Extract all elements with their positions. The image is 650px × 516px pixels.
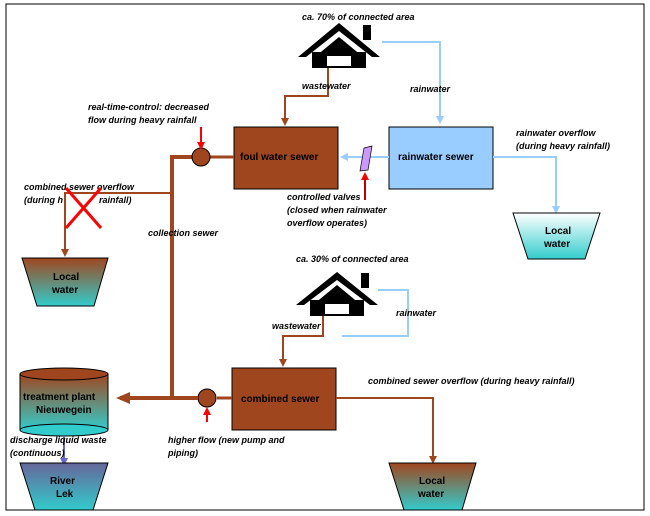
higher-flow-label-2: piping) — [167, 448, 198, 458]
rainwater-top-label: rainwater — [410, 84, 451, 94]
wastewater-bottom-flow — [279, 316, 324, 367]
local-water-bottom — [388, 462, 477, 511]
cso-bottom-label: combined sewer overflow (during heavy ra… — [368, 376, 575, 386]
controlled-valves-label-2: (closed when rainwater — [287, 205, 387, 215]
local-water-right-label-2: water — [543, 239, 570, 250]
local-water-left-label-1: Local — [53, 272, 79, 283]
rainwater-overflow-label-1: rainwater overflow — [516, 128, 597, 138]
discharge-label-2: (continuous) — [10, 448, 65, 458]
rainwater-bottom-label: rainwater — [396, 308, 437, 318]
local-water-left-label-2: water — [51, 285, 78, 296]
wastewater-bottom-label: wastewater — [272, 321, 321, 331]
foul-water-sewer-label: foul water sewer — [240, 152, 318, 163]
river-lek — [19, 462, 109, 511]
rainwater-top-flow — [382, 41, 444, 124]
rtc-label-2: flow during heavy rainfall — [88, 115, 197, 125]
house-top-icon — [298, 23, 380, 68]
pump-bottom-icon — [197, 388, 217, 408]
cso-left-flow — [61, 192, 172, 257]
house-top-label: ca. 70% of connected area — [302, 12, 415, 22]
treatment-plant-label-2: Nieuwegein — [36, 405, 92, 416]
discharge-label-1: discharge liquid waste — [10, 435, 107, 445]
treatment-plant-tank — [19, 367, 109, 437]
cso-left-label-2a: (during h — [24, 195, 63, 205]
controlled-valves-label-3: overflow operates) — [287, 218, 367, 228]
wastewater-top-label: wastewater — [302, 81, 351, 91]
controlled-valve-icon — [359, 145, 373, 172]
treatment-plant-label-1: treatment plant — [23, 392, 96, 403]
house-bottom-icon — [296, 272, 378, 316]
controlled-valves-label-1: controlled valves — [287, 192, 361, 202]
local-water-right-label-1: Local — [545, 226, 571, 237]
local-water-bottom-label-1: Local — [419, 476, 445, 487]
foul-water-sewer-box — [233, 126, 339, 190]
cso-left-label-1: combined sewer overflow — [24, 182, 135, 192]
local-water-bottom-label-2: water — [417, 489, 444, 500]
local-water-left — [21, 257, 109, 307]
higher-flow-label-1: higher flow (new pump and — [168, 435, 285, 445]
combined-sewer-label: combined sewer — [241, 394, 319, 405]
combined-sewer-box — [231, 367, 337, 431]
rainwater-overflow-label-2: (during heavy rainfall) — [516, 141, 610, 151]
river-label-1: River — [50, 476, 75, 487]
river-label-2: Lek — [56, 489, 74, 500]
house-bottom-label: ca. 30% of connected area — [296, 254, 409, 264]
wastewater-top-flow — [281, 68, 329, 126]
rtc-label-1: real-time-control: decreased — [88, 102, 210, 112]
rainwater-overflow-flow — [493, 156, 560, 214]
diagram-frame — [5, 3, 645, 511]
disabled-cross-icon — [64, 187, 103, 229]
collection-sewer-pipe — [170, 155, 192, 398]
pump-top-icon — [191, 147, 211, 167]
rainwater-bottom-flow — [342, 289, 409, 337]
cso-bottom-flow — [336, 397, 437, 464]
cso-left-label-2b: rainfall) — [99, 195, 132, 205]
rainwater-sewer-box — [388, 126, 494, 190]
rainwater-sewer-label: rainwater sewer — [398, 152, 474, 163]
local-water-right — [512, 212, 601, 260]
collection-sewer-label: collection sewer — [148, 228, 219, 238]
